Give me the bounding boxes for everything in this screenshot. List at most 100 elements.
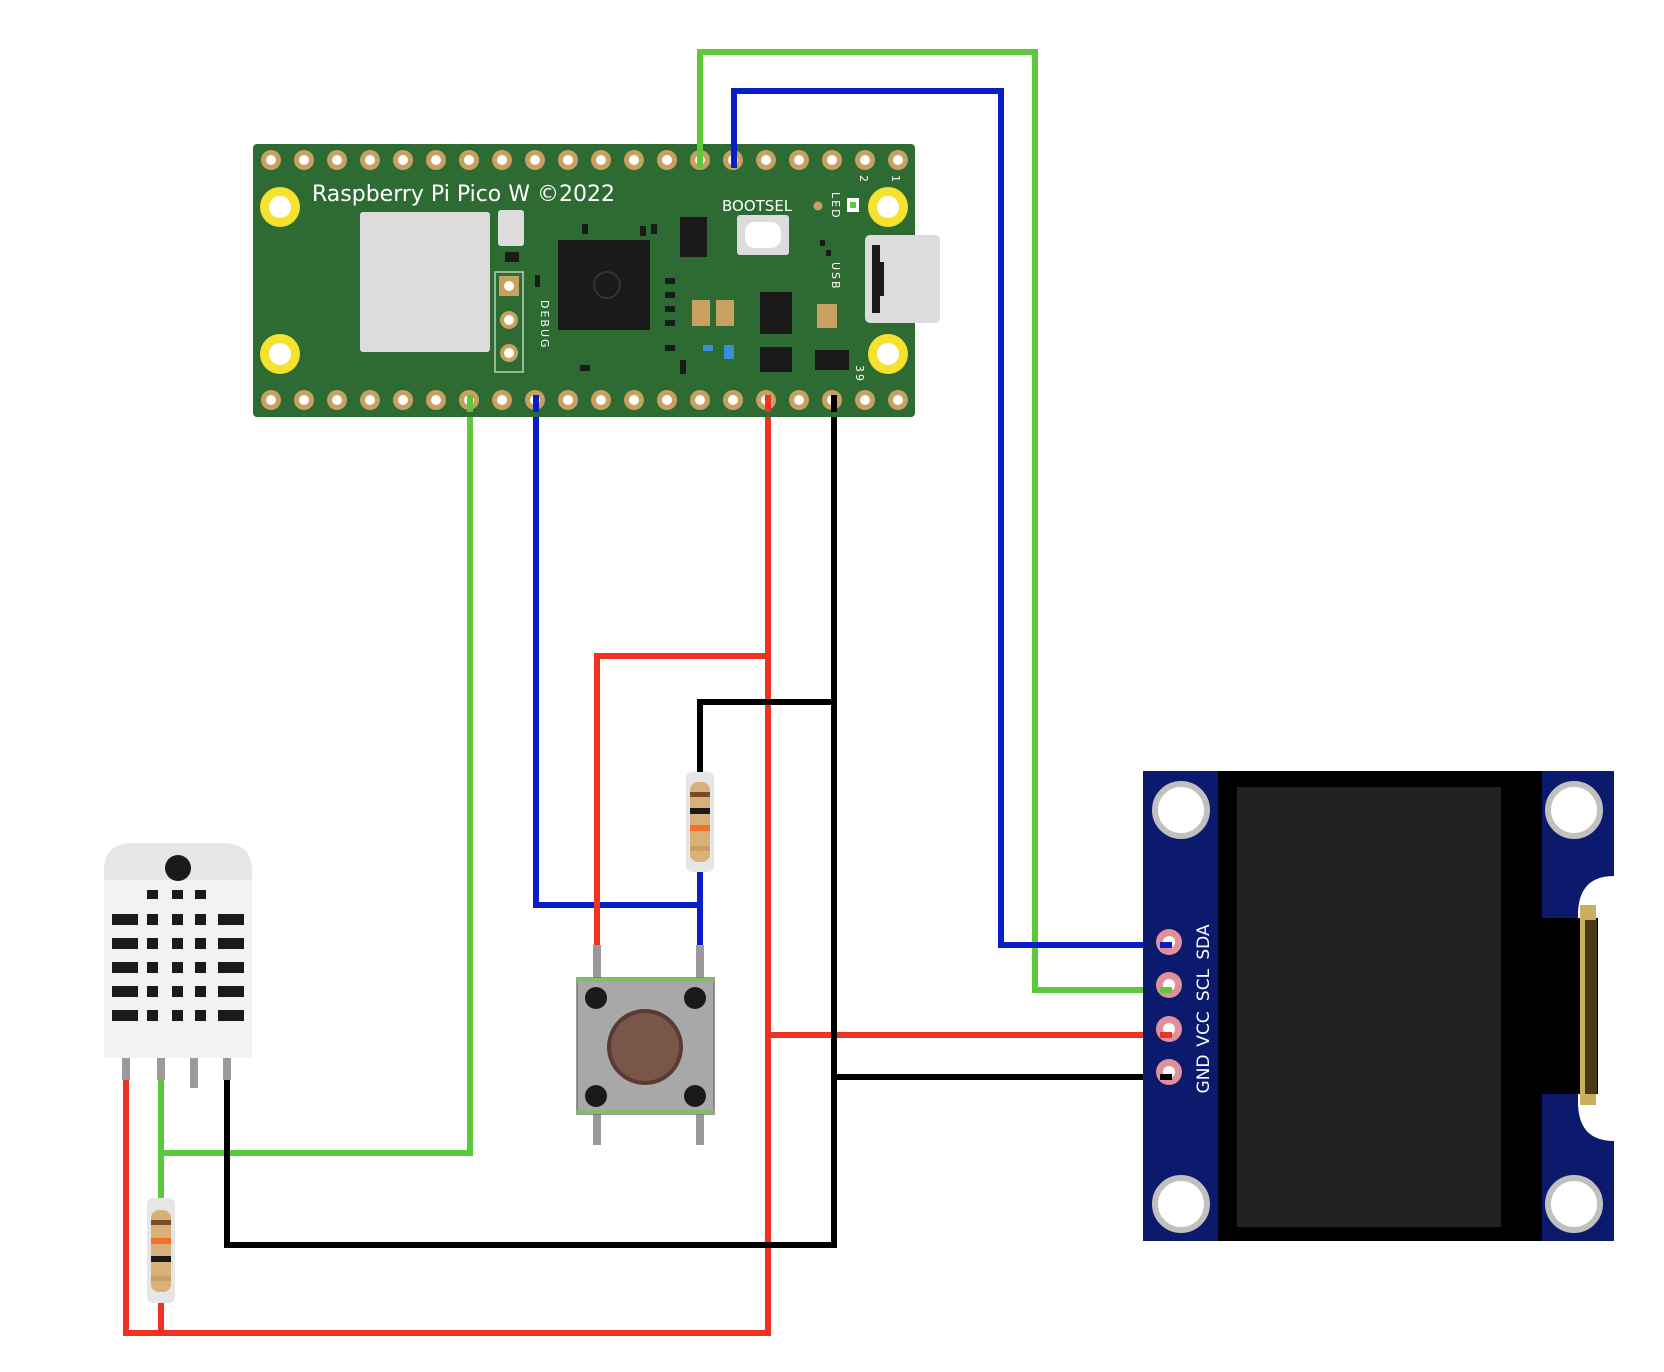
header-pin-bottom-hole [794,395,804,405]
header-pin-top-hole [332,155,342,165]
smd-components [535,217,849,374]
header-pin-top-hole [596,155,606,165]
dht22-vent-slot [172,986,183,997]
dht22-sensor [104,843,252,1088]
dht22-vent-slot [112,914,138,925]
pin-2-label: 2 [857,175,870,184]
dht22-vent-slot [147,986,158,997]
debug-label: DEBUG [538,300,551,350]
dht22-vent-slot [147,914,158,925]
pin-1-label: 1 [889,175,902,184]
dht22-vent-slot [112,986,138,997]
header-pin-top-hole [431,155,441,165]
resistor-dht-pullup [147,1198,175,1303]
push-button[interactable] [576,945,715,1145]
pin-39-label: 39 [853,365,866,383]
wire-blue-sda [731,88,1172,948]
header-pin-top-hole [365,155,375,165]
header-pin-bottom-hole [431,395,441,405]
wire-blue-button [533,402,703,948]
header-pin-top-hole [530,155,540,165]
resistor-button-pulldown [686,772,714,872]
wire-red-main [123,402,771,1336]
header-pin-bottom-hole [728,395,738,405]
pico-w-board: Raspberry Pi Pico W ©2022 BOOTSEL LED US… [253,144,940,417]
oled-screen [1237,787,1501,1227]
dht22-vent-slot [172,962,183,973]
dht22-vent-slot [195,938,206,949]
wire-black-main [224,402,837,1248]
wire-red-button [594,653,768,948]
dht22-vent-slot [218,938,244,949]
bootsel-label: BOOTSEL [722,197,793,215]
oled-display: SDA SCL VCC GND [1143,771,1614,1241]
header-pin-top-hole [827,155,837,165]
oled-label-gnd: GND [1194,1055,1214,1094]
dht22-vent-slot [195,1010,206,1021]
dht22-vent-slot [195,914,206,925]
wire-black-resistor [697,699,834,775]
header-pin-bottom-hole [596,395,606,405]
header-pin-bottom-hole [266,395,276,405]
header-pin-top-hole [398,155,408,165]
debug-header [494,271,524,373]
header-pin-bottom-hole [695,395,705,405]
dht22-vent-slot [218,962,244,973]
dht22-vent-slot [195,890,206,899]
header-pin-top-hole [299,155,309,165]
dht22-vent-slot [218,914,244,925]
dht22-vent-slot [112,1010,138,1021]
oled-label-scl: SCL [1194,968,1214,1001]
header-pin-bottom-hole [365,395,375,405]
header-pin-bottom-hole [662,395,672,405]
header-pin-top-hole [860,155,870,165]
header-pin-top-hole [662,155,672,165]
dht22-vent-slot [147,938,158,949]
led-label: LED [829,192,842,220]
header-pin-top-hole [464,155,474,165]
dht22-vent-slot [147,890,158,899]
wire-ends-board [467,140,837,412]
header-pin-bottom-hole [860,395,870,405]
header-pin-bottom-hole [332,395,342,405]
bootsel-button[interactable] [737,215,789,255]
header-pin-bottom-hole [563,395,573,405]
header-pin-bottom-hole [299,395,309,405]
dht22-vent-slot [172,914,183,925]
header-pin-bottom-hole [629,395,639,405]
dht22-vent-slot [147,962,158,973]
dht22-vent-slot [195,962,206,973]
dht22-vent-slot [112,962,138,973]
dht22-vents [112,890,244,1021]
oled-label-vcc: VCC [1194,1011,1214,1046]
header-pin-top-hole [563,155,573,165]
board-title: Raspberry Pi Pico W ©2022 [312,182,615,207]
dht22-vent-slot [147,1010,158,1021]
rp2040-chip [558,240,650,330]
header-pin-top-hole [893,155,903,165]
wire-green-scl [697,49,1172,993]
header-pin-bottom-hole [893,395,903,405]
header-pin-top-hole [761,155,771,165]
wifi-module [360,212,490,352]
dht22-vent-slot [112,938,138,949]
dht22-mount-hole [165,855,191,881]
header-pin-bottom-hole [398,395,408,405]
header-pin-top-hole [794,155,804,165]
dht22-vent-slot [172,938,183,949]
dht22-vent-slot [218,1010,244,1021]
dht22-vent-slot [195,986,206,997]
usb-label: USB [829,262,842,291]
header-pin-bottom-hole [497,395,507,405]
header-pin-top-hole [497,155,507,165]
wires [123,49,1172,1336]
wire-ends-oled [1160,942,1172,1080]
wire-green-dht-data [161,402,473,1156]
dht22-vent-slot [218,986,244,997]
usb-connector [865,235,940,323]
header-pin-top-hole [266,155,276,165]
oled-label-sda: SDA [1194,924,1214,960]
dht22-vent-slot [172,1010,183,1021]
dht22-vent-slot [172,890,183,899]
